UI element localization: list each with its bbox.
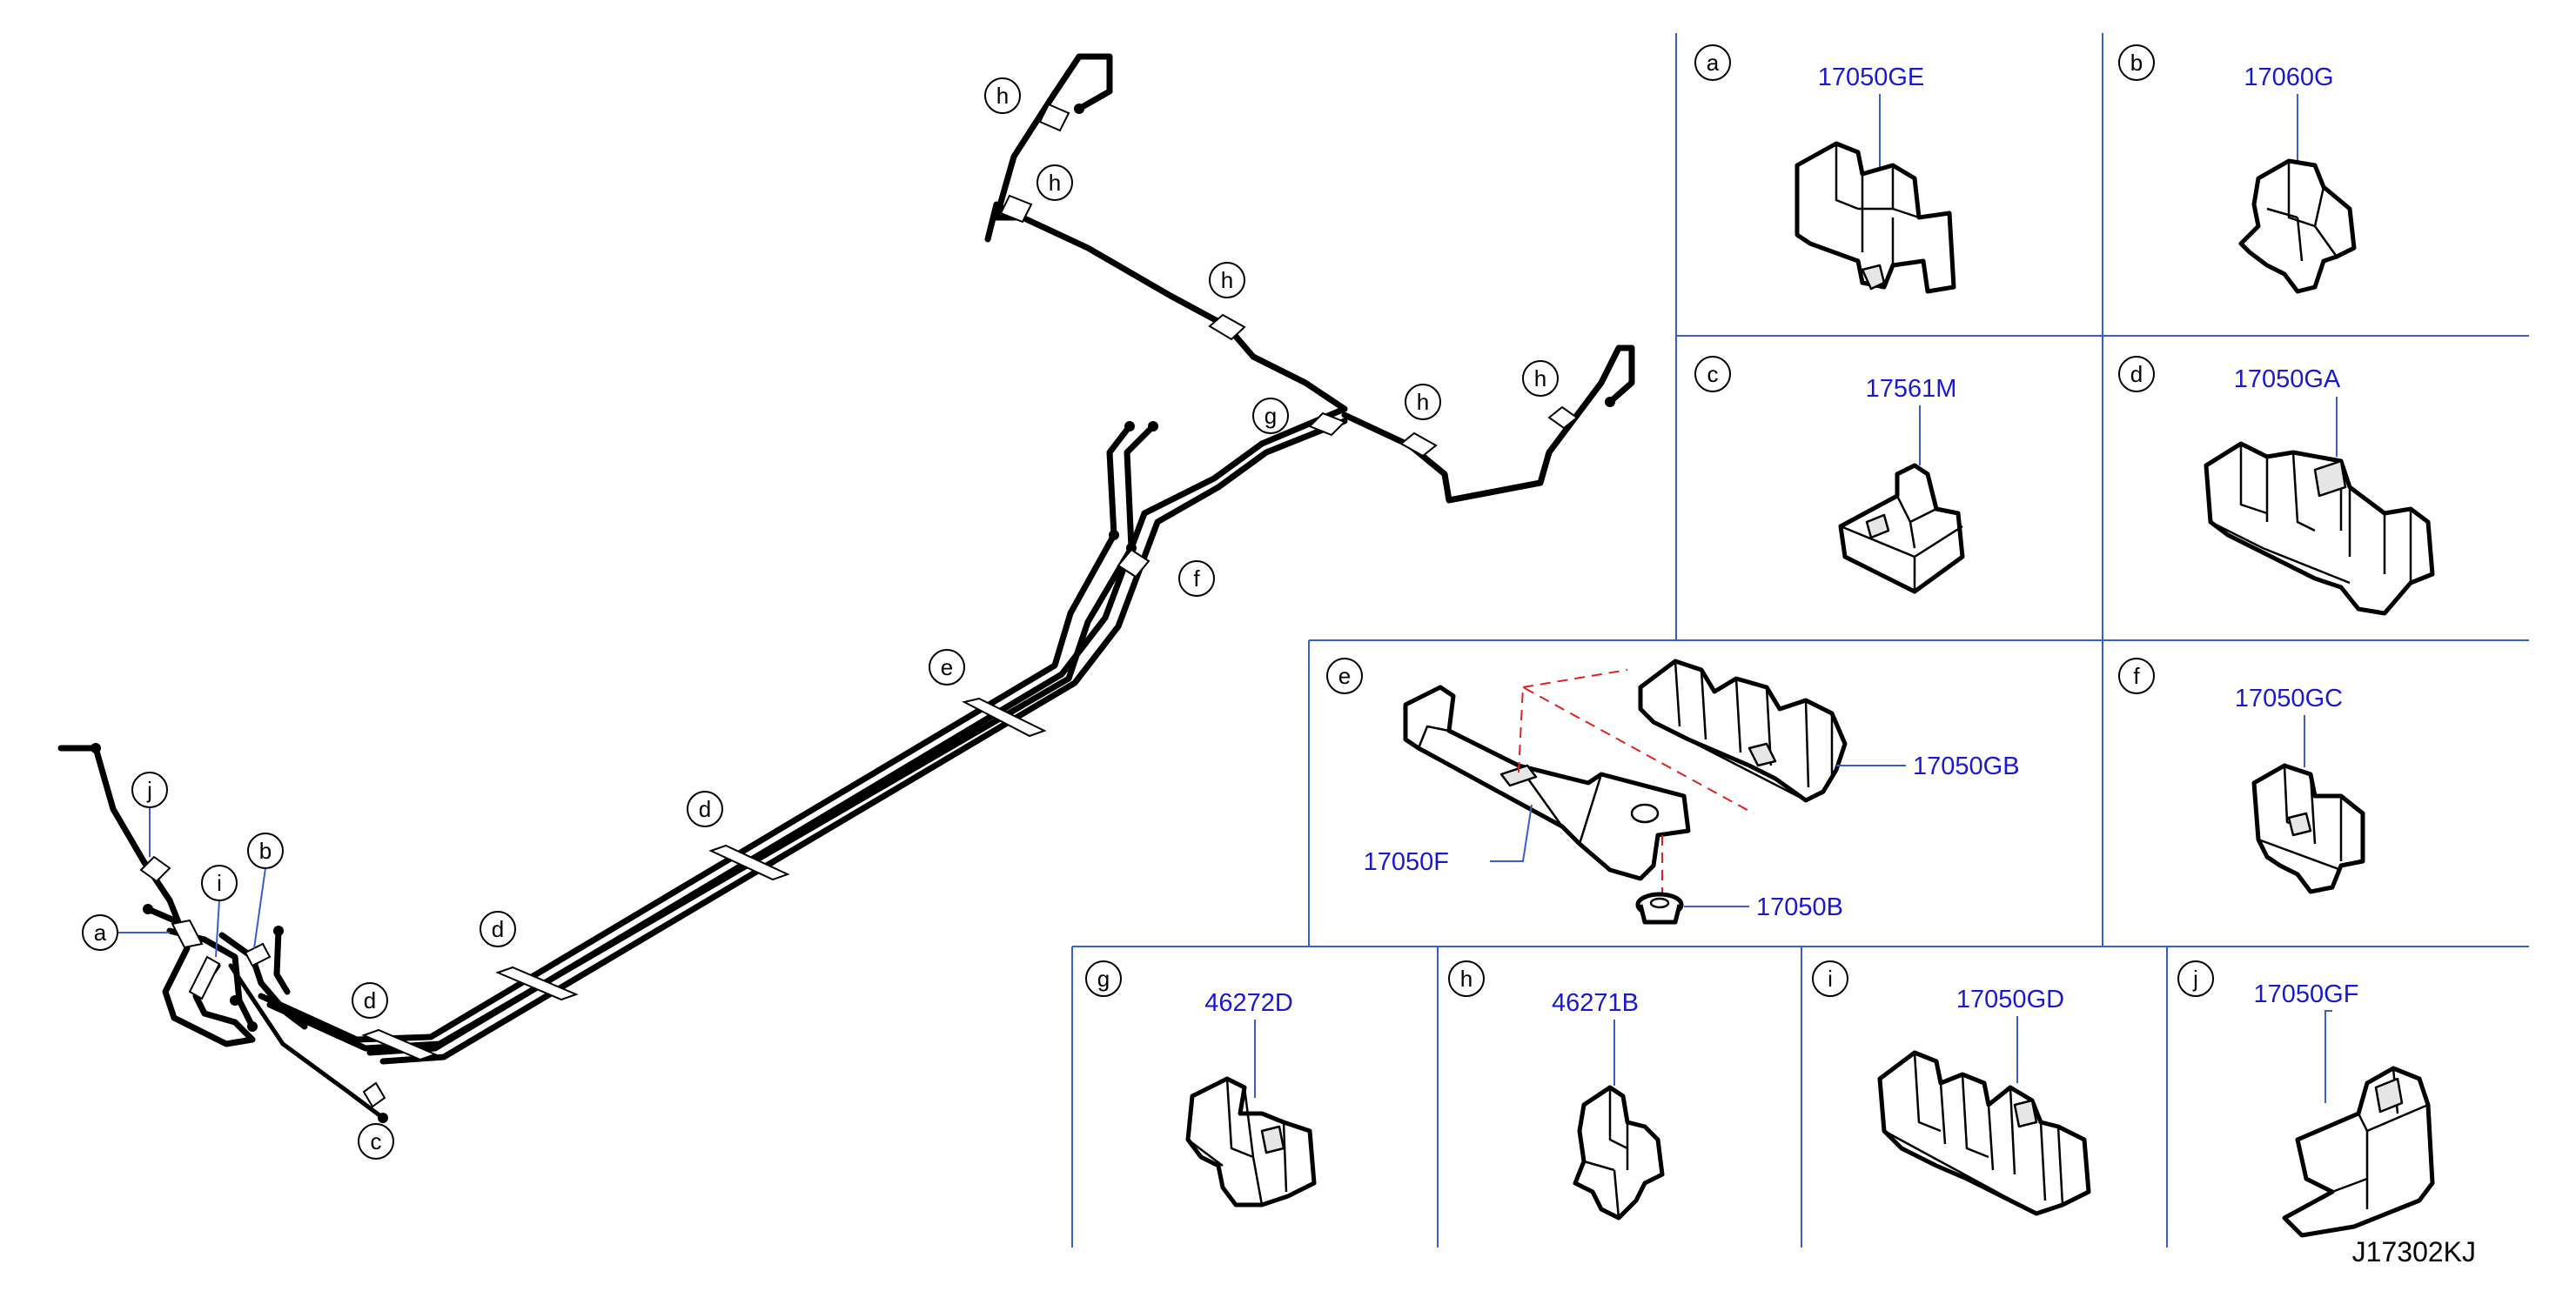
panel-a: a 17050GE <box>1694 44 1956 294</box>
svg-text:i: i <box>217 870 222 896</box>
clip-17050GA-drawing <box>2204 441 2435 616</box>
panel-c-letter: c <box>1707 361 1719 387</box>
panel-e: e 17050GB 17050B <box>1326 658 2020 925</box>
part-number-17561M: 17561M <box>1866 375 1957 403</box>
clip-17050GB-drawing <box>1638 659 1848 803</box>
panel-f-letter: f <box>2133 663 2140 689</box>
clip-17050GC-drawing <box>2251 763 2365 894</box>
panel-f: f 17050GC <box>2118 658 2365 894</box>
panel-h-letter: h <box>1460 966 1472 992</box>
callout-d-3: d <box>352 982 388 1019</box>
clip-46272D-drawing <box>1185 1076 1317 1207</box>
svg-text:h: h <box>1534 365 1546 391</box>
callout-h-1: h <box>984 77 1021 114</box>
clip-17060G-drawing <box>2238 158 2357 294</box>
main-callouts: h h h h h g f e d d d j i b a c <box>82 77 1559 1160</box>
svg-text:f: f <box>1193 565 1200 592</box>
callout-d-2: d <box>480 911 516 947</box>
svg-text:h: h <box>1417 389 1429 415</box>
clip-17050GD-drawing <box>1877 1050 2091 1216</box>
panel-j-letter: j <box>2192 966 2198 992</box>
callout-g: g <box>1252 398 1289 434</box>
svg-text:d: d <box>364 987 376 1013</box>
callout-e: e <box>929 649 965 686</box>
part-number-17050F: 17050F <box>1364 848 1449 876</box>
callout-i: i <box>201 865 238 958</box>
assembly-guide-lines <box>1518 669 1754 913</box>
part-number-17050GB: 17050GB <box>1913 753 2020 780</box>
svg-text:e: e <box>941 654 953 680</box>
panel-c: c 17561M <box>1694 356 1965 594</box>
panel-j: j 17050GF <box>2177 960 2435 1238</box>
callout-h-4: h <box>1405 384 1441 420</box>
svg-text:a: a <box>94 920 107 946</box>
callout-j: j <box>131 772 168 857</box>
fuel-line-assembly <box>57 53 1635 1123</box>
callout-h-3: h <box>1209 262 1245 298</box>
callout-a: a <box>82 914 170 951</box>
callout-c: c <box>358 1123 394 1160</box>
callout-h-5: h <box>1522 360 1559 397</box>
panel-b: b 17060G <box>2118 44 2357 294</box>
part-number-17050GF: 17050GF <box>2254 980 2359 1008</box>
panel-i: i 17050GD <box>1812 960 2091 1216</box>
part-number-17050GE: 17050GE <box>1818 64 1925 91</box>
panel-g: g 46272D <box>1085 960 1317 1207</box>
clip-17561M-drawing <box>1838 463 1965 594</box>
svg-text:d: d <box>492 916 504 942</box>
part-number-46271B: 46271B <box>1552 989 1639 1017</box>
panel-grid <box>1071 33 2529 1248</box>
bracket-17050F-drawing <box>1403 685 1691 881</box>
clip-17050GE-drawing <box>1794 141 1956 294</box>
svg-text:h: h <box>1221 267 1233 293</box>
callout-f: f <box>1178 560 1215 597</box>
part-number-17050GA: 17050GA <box>2234 365 2341 393</box>
svg-text:c: c <box>371 1128 382 1154</box>
callout-h-2: h <box>1036 164 1073 201</box>
panel-e-letter: e <box>1338 663 1351 689</box>
panel-d-letter: d <box>2130 361 2143 387</box>
panel-d: d 17050GA <box>2118 356 2435 616</box>
svg-text:b: b <box>259 838 272 864</box>
panel-a-letter: a <box>1707 50 1720 76</box>
nut-17050B-drawing <box>1635 892 1684 925</box>
panel-h: h 46271B <box>1448 960 1665 1221</box>
clip-46271B-drawing <box>1573 1085 1665 1221</box>
svg-text:h: h <box>996 83 1009 109</box>
part-number-17050GD: 17050GD <box>1956 986 2064 1013</box>
part-number-17050GC: 17050GC <box>2235 685 2343 712</box>
svg-text:h: h <box>1049 170 1061 196</box>
part-number-46272D: 46272D <box>1204 989 1293 1017</box>
callout-b: b <box>247 833 284 949</box>
panel-i-letter: i <box>1828 966 1833 992</box>
diagram-code: J17302KJ <box>2352 1236 2476 1268</box>
part-number-17050B: 17050B <box>1756 893 1843 921</box>
clip-17050GF-drawing <box>2282 1066 2435 1238</box>
svg-text:g: g <box>1265 403 1277 429</box>
svg-text:j: j <box>146 777 152 803</box>
callout-d-1: d <box>687 791 723 827</box>
svg-text:d: d <box>699 796 711 822</box>
panel-g-letter: g <box>1097 966 1110 992</box>
panel-b-letter: b <box>2130 50 2143 76</box>
part-number-17060G: 17060G <box>2244 64 2333 91</box>
